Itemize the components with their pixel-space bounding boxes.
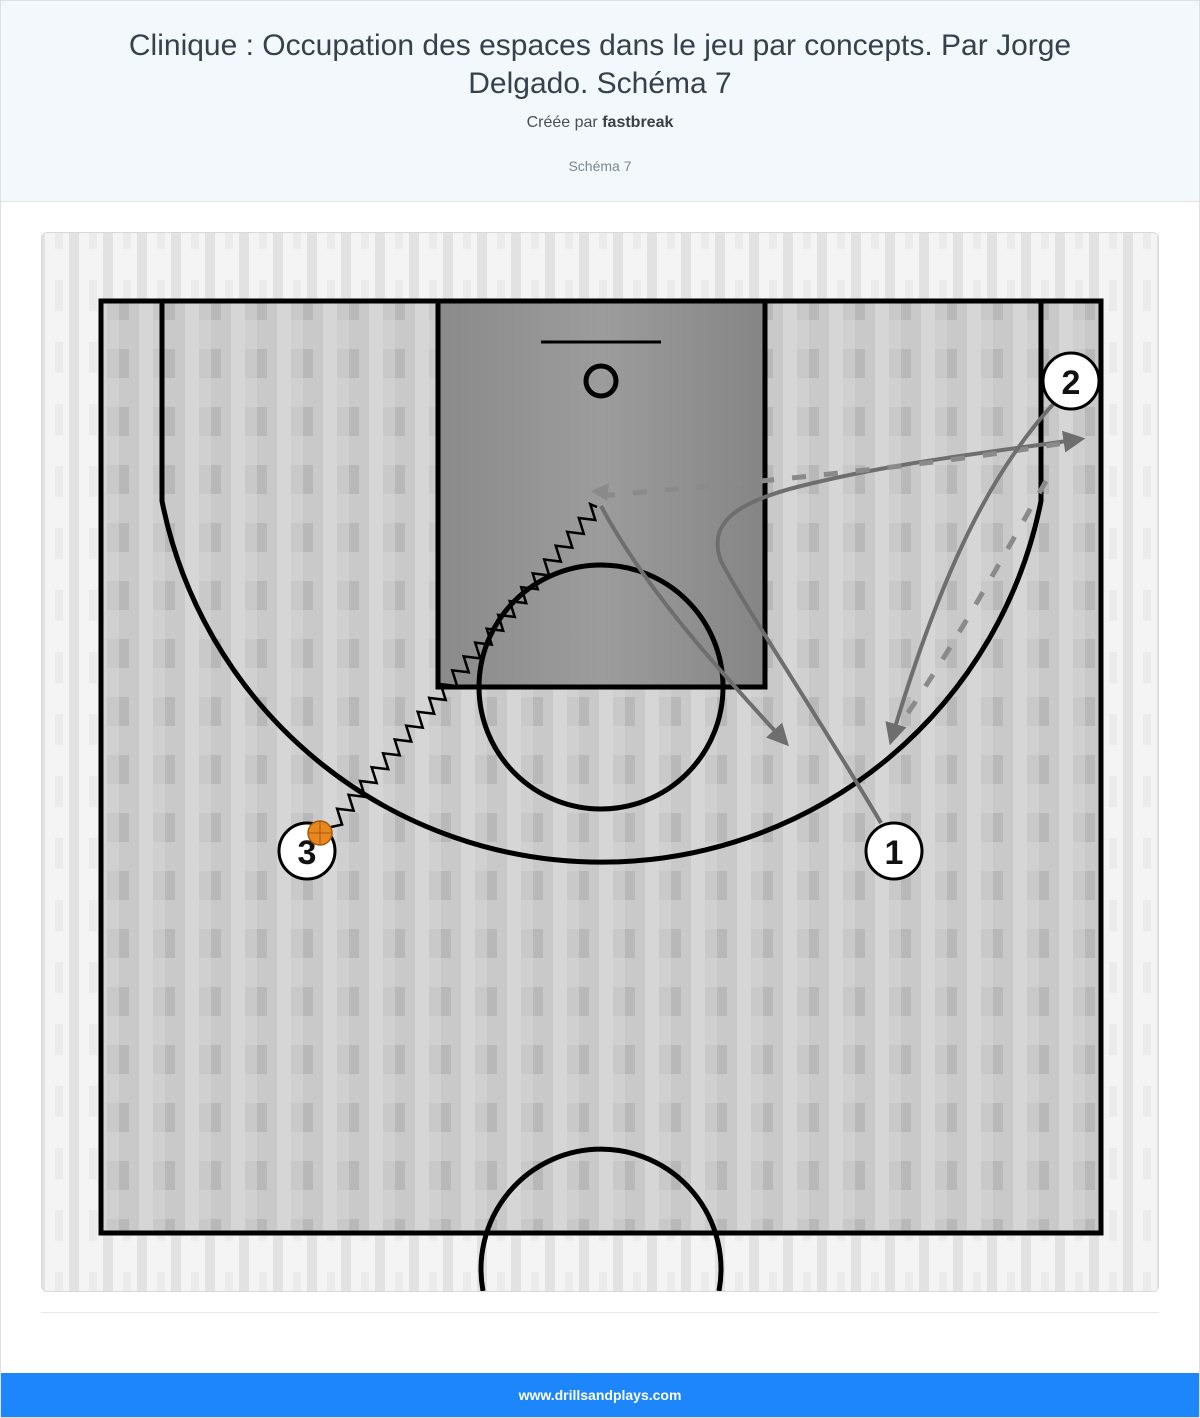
cut-arrow-2 xyxy=(885,399,1058,746)
free-throw-circle xyxy=(476,562,726,812)
pass-arrow-tail xyxy=(591,483,609,501)
ball-icon xyxy=(307,820,333,846)
cut-arrow-3 xyxy=(599,505,789,747)
basket-rim xyxy=(583,363,619,399)
player-1[interactable]: 1 xyxy=(864,821,924,881)
author-name[interactable]: fastbreak xyxy=(602,114,674,131)
page-title: Clinique : Occupation des espaces dans l… xyxy=(128,29,1072,100)
player-3-label: 3 xyxy=(298,834,317,872)
dribble-line-3 xyxy=(330,502,598,829)
court-svg: 1 2 3 xyxy=(42,233,1158,1291)
player-2[interactable]: 2 xyxy=(1041,351,1101,411)
center-circle xyxy=(478,1146,724,1291)
pass-arrow-2 xyxy=(898,479,1049,725)
created-by-prefix: Créée par xyxy=(526,114,598,131)
player-1-label: 1 xyxy=(885,834,904,872)
byline: Créée par fastbreak xyxy=(1,114,1199,132)
lane-lines xyxy=(435,298,768,690)
footer-site-link[interactable]: www.drillsandplays.com xyxy=(518,1387,682,1403)
diagram-subtitle: Schéma 7 xyxy=(568,158,632,174)
page-header: Clinique : Occupation des espaces dans l… xyxy=(1,1,1199,202)
play-diagram: 1 2 3 xyxy=(41,232,1159,1292)
site-footer[interactable]: www.drillsandplays.com xyxy=(1,1373,1199,1417)
court-lines xyxy=(98,298,1104,1291)
player-2-label: 2 xyxy=(1062,364,1081,402)
content-divider xyxy=(41,1312,1159,1313)
three-point-line xyxy=(159,301,1044,865)
